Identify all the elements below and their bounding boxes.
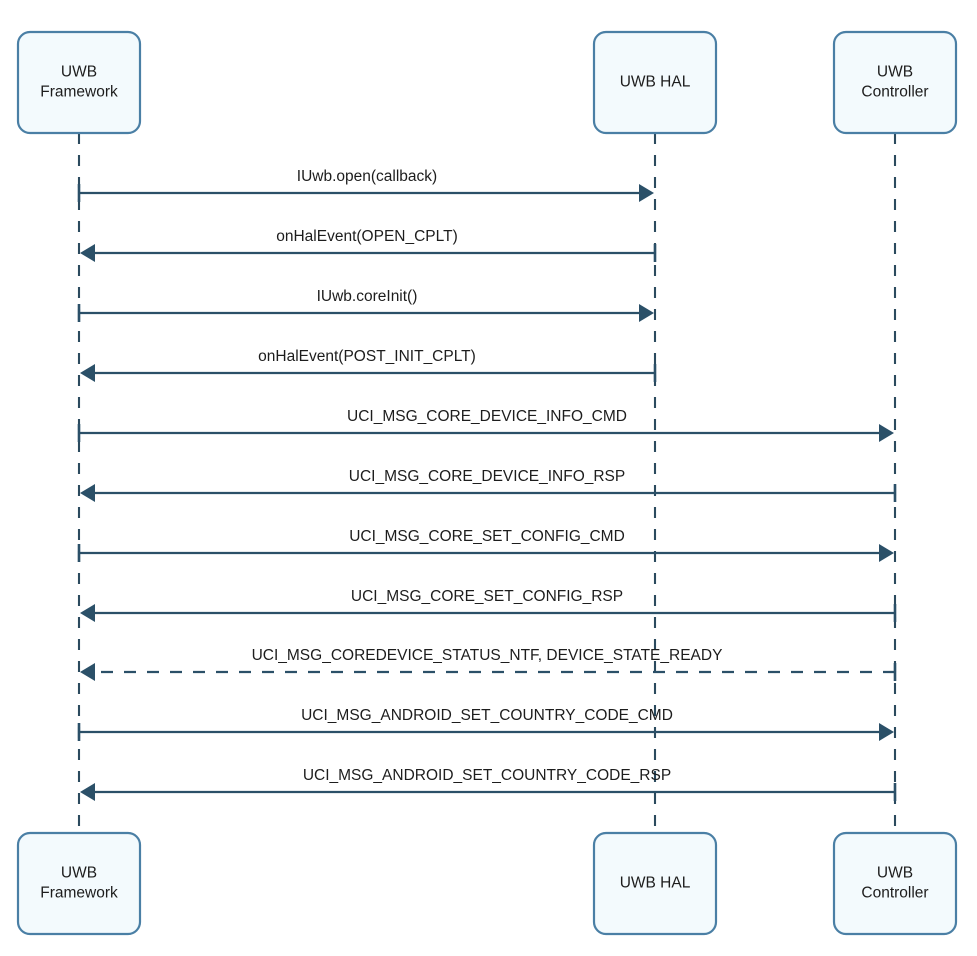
actor-label-framework: Framework	[40, 885, 118, 902]
actor-box-shape	[592, 30, 718, 135]
actor-box-hal-top[interactable]: UWB HAL	[592, 30, 718, 135]
message-label: IUwb.open(callback)	[297, 168, 437, 185]
message-4[interactable]: onHalEvent(POST_INIT_CPLT)	[80, 348, 657, 382]
actor-label-framework: Framework	[40, 84, 118, 101]
message-label: UCI_MSG_CORE_SET_CONFIG_CMD	[349, 528, 625, 545]
actor-box-controller-top[interactable]: UWB Controller	[832, 30, 958, 135]
actor-box-shape	[832, 831, 958, 936]
messages-layer: IUwb.open(callback) onHalEvent(OPEN_CPLT)…	[77, 168, 897, 801]
actor-box-shape	[16, 30, 142, 135]
actor-box-framework-top[interactable]: UWB Framework	[16, 30, 142, 135]
message-11[interactable]: UCI_MSG_ANDROID_SET_COUNTRY_CODE_RSP	[80, 767, 897, 801]
actor-label-hal: UWB HAL	[620, 875, 691, 892]
message-9[interactable]: UCI_MSG_COREDEVICE_STATUS_NTF, DEVICE_ST…	[80, 647, 897, 681]
actor-label-controller: Controller	[861, 84, 928, 101]
message-3[interactable]: IUwb.coreInit()	[77, 288, 654, 322]
actor-label-controller: UWB	[877, 865, 913, 882]
message-label: IUwb.coreInit()	[317, 288, 418, 305]
message-arrowhead	[80, 663, 95, 681]
message-6[interactable]: UCI_MSG_CORE_DEVICE_INFO_RSP	[80, 468, 897, 502]
message-2[interactable]: onHalEvent(OPEN_CPLT)	[80, 228, 657, 262]
message-label: onHalEvent(POST_INIT_CPLT)	[258, 348, 476, 365]
actor-box-shape	[592, 831, 718, 936]
actor-label-framework: UWB	[61, 64, 97, 81]
message-8[interactable]: UCI_MSG_CORE_SET_CONFIG_RSP	[80, 588, 897, 622]
actor-label-hal: UWB HAL	[620, 74, 691, 91]
message-arrowhead	[879, 424, 894, 442]
message-1[interactable]: IUwb.open(callback)	[77, 168, 654, 202]
message-7[interactable]: UCI_MSG_CORE_SET_CONFIG_CMD	[77, 528, 894, 562]
message-label: UCI_MSG_CORE_DEVICE_INFO_CMD	[347, 408, 627, 425]
message-label: UCI_MSG_CORE_SET_CONFIG_RSP	[351, 588, 623, 605]
message-label: UCI_MSG_COREDEVICE_STATUS_NTF, DEVICE_ST…	[252, 647, 723, 664]
actor-box-shape	[16, 831, 142, 936]
message-arrowhead	[80, 244, 95, 262]
message-arrowhead	[639, 184, 654, 202]
message-arrowhead	[80, 783, 95, 801]
actor-label-controller: Controller	[861, 885, 928, 902]
actor-box-framework-bottom[interactable]: UWB Framework	[16, 831, 142, 936]
message-10[interactable]: UCI_MSG_ANDROID_SET_COUNTRY_CODE_CMD	[77, 707, 894, 741]
message-label: onHalEvent(OPEN_CPLT)	[276, 228, 457, 245]
message-arrowhead	[639, 304, 654, 322]
message-label: UCI_MSG_CORE_DEVICE_INFO_RSP	[349, 468, 626, 485]
actor-label-framework: UWB	[61, 865, 97, 882]
message-label: UCI_MSG_ANDROID_SET_COUNTRY_CODE_CMD	[301, 707, 673, 724]
message-label: UCI_MSG_ANDROID_SET_COUNTRY_CODE_RSP	[303, 767, 671, 784]
actor-label-controller: UWB	[877, 64, 913, 81]
message-5[interactable]: UCI_MSG_CORE_DEVICE_INFO_CMD	[77, 408, 894, 442]
message-arrowhead	[80, 364, 95, 382]
actor-box-controller-bottom[interactable]: UWB Controller	[832, 831, 958, 936]
actor-box-shape	[832, 30, 958, 135]
message-arrowhead	[80, 484, 95, 502]
message-arrowhead	[879, 723, 894, 741]
message-arrowhead	[879, 544, 894, 562]
message-arrowhead	[80, 604, 95, 622]
actor-box-hal-bottom[interactable]: UWB HAL	[592, 831, 718, 936]
